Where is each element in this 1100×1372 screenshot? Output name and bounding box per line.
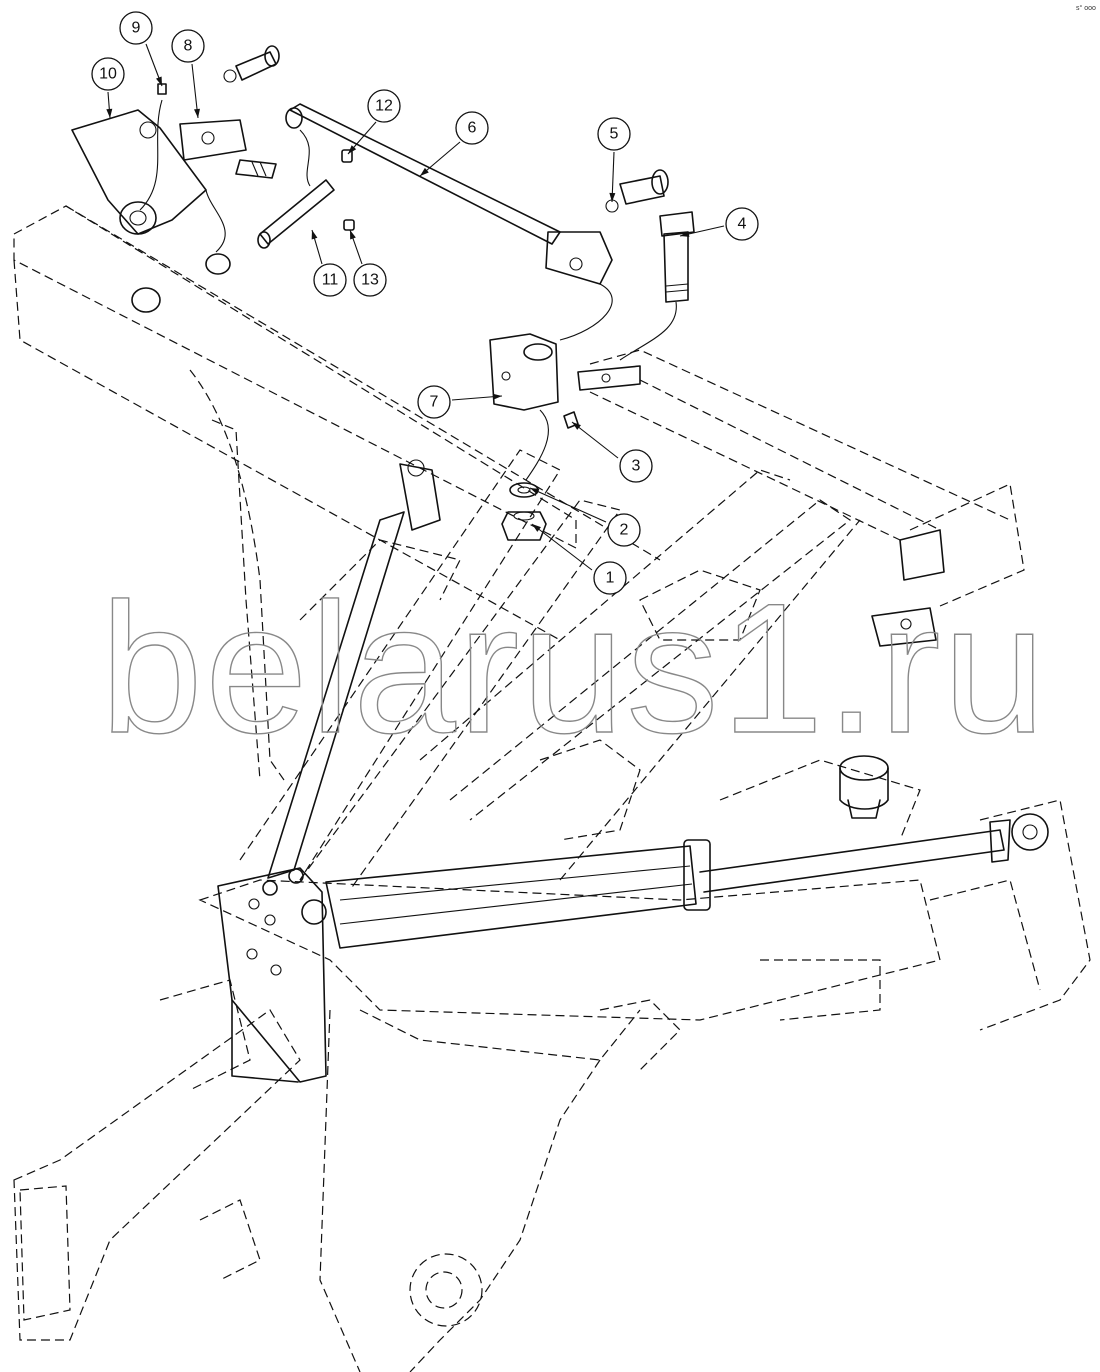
callout-arrowhead (348, 145, 357, 154)
pivot-bracket-part-7 (489, 333, 945, 647)
callout-circle (725, 207, 759, 241)
callout-number: 10 (99, 66, 117, 83)
steering-spindle (839, 755, 889, 819)
grease-fitting-part-13 (343, 219, 355, 231)
callout-number: 1 (606, 570, 615, 587)
callout-number: 13 (361, 272, 379, 289)
pin-part-5 (605, 169, 669, 213)
callout-circle (597, 117, 631, 151)
callout-12: 12 (347, 89, 401, 155)
callout-5: 5 (597, 117, 631, 203)
fitting-part-3 (563, 411, 579, 429)
nut-part-1 (501, 511, 547, 541)
callout-circle (455, 111, 489, 145)
callout-circle (91, 57, 125, 91)
callout-arrowhead (680, 231, 690, 237)
callout-number: 9 (132, 20, 141, 37)
callout-circle (367, 89, 401, 123)
callout-circle (119, 11, 153, 45)
clevis-part-8 (179, 119, 277, 179)
callout-number: 7 (430, 394, 439, 411)
bolt-part-4 (659, 211, 695, 303)
callout-circle (593, 561, 627, 595)
callout-number: 11 (322, 272, 339, 289)
callout-circle (619, 449, 653, 483)
callout-7: 7 (417, 385, 503, 419)
callout-circle (171, 29, 205, 63)
callout-4: 4 (679, 207, 759, 241)
main-frame-hidden-lines (13, 205, 1091, 1372)
callout-8: 8 (171, 29, 205, 119)
arm-part-10 (71, 83, 207, 235)
callout-number: 8 (184, 38, 193, 55)
callout-13: 13 (349, 229, 387, 297)
callout-leader (571, 421, 619, 459)
callout-arrowhead (350, 230, 356, 240)
grease-fitting-part-12 (341, 149, 353, 163)
callout-number: 2 (620, 522, 629, 539)
callout-leader (531, 523, 593, 571)
tie-rod (267, 459, 441, 879)
callout-arrowhead (572, 422, 581, 430)
bushings (131, 253, 231, 313)
callout-number: 5 (610, 126, 619, 143)
front-bracket (217, 867, 327, 1083)
cylinder-assembly (325, 813, 1049, 949)
callout-number: 6 (468, 120, 477, 137)
callout-1: 1 (531, 523, 627, 595)
callout-arrowhead (609, 192, 616, 202)
assembly-path-lines (139, 99, 677, 481)
callout-arrowhead (311, 230, 318, 240)
pin-part-11 (257, 179, 335, 249)
callout-arrowhead (530, 488, 540, 495)
callout-number: 12 (375, 98, 393, 115)
callout-10: 10 (91, 57, 125, 119)
callout-arrowhead (194, 108, 200, 118)
callout-arrowhead (420, 167, 429, 176)
pin-with-cotter-top (223, 45, 280, 83)
callout-leader (191, 63, 199, 119)
callout-circle (353, 263, 387, 297)
corner-code: s° ooo (1076, 4, 1096, 12)
callout-circle (313, 263, 347, 297)
callout-6: 6 (419, 111, 489, 177)
callout-arrowhead (492, 393, 502, 400)
callout-2: 2 (529, 487, 641, 547)
watermark: belarus1.ru (100, 566, 1048, 772)
callout-arrowhead (106, 108, 113, 118)
callout-circle (607, 513, 641, 547)
callout-11: 11 (311, 229, 347, 297)
upper-link-part-6 (285, 103, 613, 285)
callout-number: 3 (632, 458, 641, 475)
callout-number: 4 (738, 216, 747, 233)
callout-arrowhead (532, 524, 541, 532)
callout-9: 9 (119, 11, 163, 87)
callout-circle (417, 385, 451, 419)
callout-arrowhead (155, 76, 162, 86)
callout-leader (529, 487, 607, 523)
callout-3: 3 (571, 421, 653, 483)
